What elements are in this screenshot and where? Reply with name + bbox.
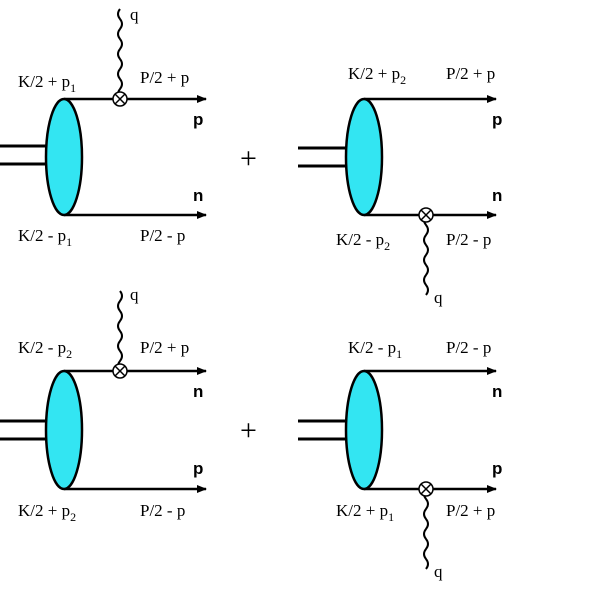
lower-nucleon-label: n [193,186,203,205]
lower-right-momentum-label: P/2 - p [446,230,491,249]
photon-label: q [130,285,139,304]
diagram-4: q K/2 - p1 P/2 - p n p K/2 + p1 P/2 + p [298,338,502,581]
diagram-1: q K/2 + p1 P/2 + p p n K/2 - p1 P/2 - p [0,5,207,249]
vertex-blob [344,97,384,217]
lower-right-momentum-label: P/2 - p [140,226,185,245]
photon-line [423,488,429,570]
photon-label: q [434,288,443,307]
upper-left-momentum-label: K/2 + p2 [348,64,406,87]
upper-left-momentum-label: K/2 - p1 [348,338,402,361]
upper-nucleon-label: p [193,110,203,129]
upper-left-momentum-label: K/2 + p1 [18,72,76,95]
vertex-blob [344,369,384,491]
lower-left-momentum-label: K/2 - p1 [18,226,72,249]
photon-vertex-icon [418,207,434,223]
upper-nucleon-label: n [193,382,203,401]
lower-left-momentum-label: K/2 + p1 [336,501,394,524]
lower-left-momentum-label: K/2 + p2 [18,501,76,524]
photon-vertex-icon [418,481,434,497]
photon-vertex-icon [112,91,128,107]
upper-right-momentum-label: P/2 - p [446,338,491,357]
upper-right-momentum-label: P/2 + p [140,68,189,87]
photon-label: q [434,562,443,581]
vertex-blob [44,369,84,491]
diagram-2: q K/2 + p2 P/2 + p p n K/2 - p2 P/2 - p [298,64,502,307]
photon-label: q [130,5,139,24]
diagram-3: q K/2 - p2 P/2 + p n p K/2 + p2 P/2 - p [0,285,207,524]
lower-right-momentum-label: P/2 - p [140,501,185,520]
upper-right-momentum-label: P/2 + p [446,64,495,83]
photon-line [117,290,123,372]
photon-line [117,8,123,100]
lower-nucleon-label: p [492,459,502,478]
photon-vertex-icon [112,363,128,379]
upper-nucleon-label: n [492,382,502,401]
lower-nucleon-label: n [492,186,502,205]
upper-nucleon-label: p [492,110,502,129]
lower-left-momentum-label: K/2 - p2 [336,230,390,253]
vertex-blob [44,97,84,217]
lower-right-momentum-label: P/2 + p [446,501,495,520]
plus-sign-top: + [240,142,257,175]
plus-sign-bottom: + [240,414,257,447]
lower-nucleon-label: p [193,459,203,478]
photon-line [423,214,429,296]
upper-right-momentum-label: P/2 + p [140,338,189,357]
upper-left-momentum-label: K/2 - p2 [18,338,72,361]
